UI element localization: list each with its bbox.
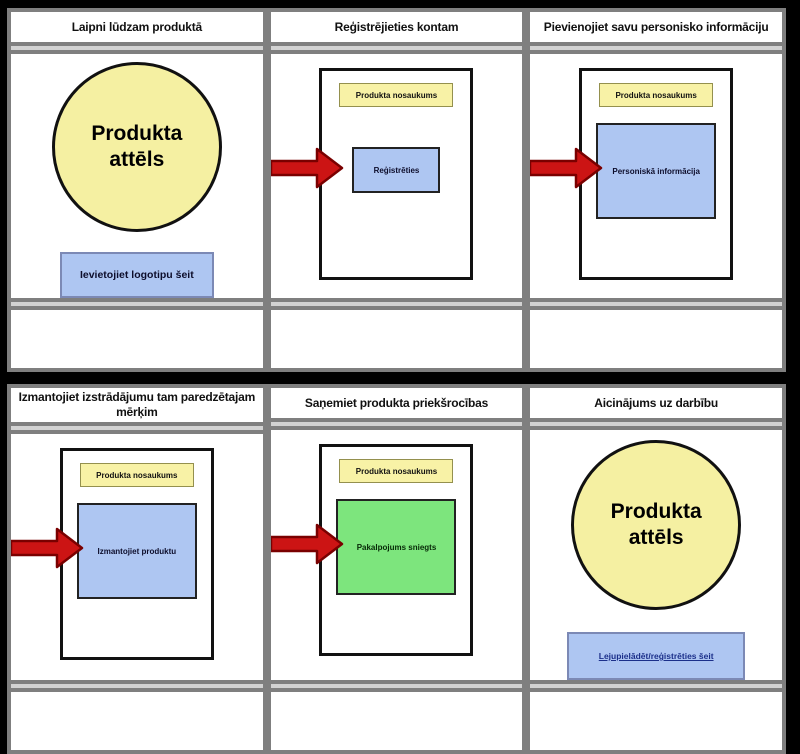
divider	[7, 302, 267, 306]
divider	[266, 46, 527, 50]
cell-image-area: Produkta nosaukums Izmantojiet produktu	[7, 430, 267, 684]
product-name-label: Produkta nosaukums	[79, 463, 194, 487]
product-name-label: Produkta nosaukums	[339, 459, 454, 483]
download-signup-link[interactable]: Lejupielādēt/reģistrēties šeit	[598, 651, 714, 661]
storyboard-cell-use-product: Izmantojiet izstrādājumu tam paredzētaja…	[7, 384, 267, 754]
service-delivered-panel[interactable]: Pakalpojums sniegts	[336, 499, 457, 595]
divider	[266, 684, 527, 688]
product-image-label: Produkta attēls	[610, 499, 702, 549]
divider	[526, 302, 786, 306]
download-signup-link-box[interactable]: Lejupielādēt/reģistrēties šeit	[567, 632, 746, 680]
storyboard-cell-personal-info: Pievienojiet savu personisko informāciju…	[526, 8, 786, 372]
red-arrow-icon	[11, 527, 84, 569]
red-arrow-icon	[270, 147, 343, 189]
cell-image-area: Produkta attēls Ievietojiet logotipu šei…	[7, 50, 267, 302]
cell-title: Pievienojiet savu personisko informāciju	[526, 8, 786, 46]
storyboard-cell-benefits: Saņemiet produkta priekšrocības Produkta…	[266, 384, 527, 754]
cell-title: Aicinājums uz darbību	[526, 384, 786, 422]
divider	[526, 46, 786, 50]
divider	[526, 684, 786, 688]
divider	[266, 422, 527, 426]
divider	[7, 426, 267, 430]
red-arrow-icon	[270, 523, 343, 565]
product-image-label: Produkta attēls	[91, 121, 183, 171]
storyboard-cell-register: Reģistrējieties kontam Produkta nosaukum…	[266, 8, 527, 372]
product-name-label: Produkta nosaukums	[339, 83, 454, 107]
red-arrow-icon	[530, 147, 603, 189]
divider	[7, 46, 267, 50]
app-screen-mockup: Produkta nosaukums Izmantojiet produktu	[59, 448, 214, 660]
cell-title: Izmantojiet izstrādājumu tam paredzētaja…	[7, 384, 267, 426]
cell-image-area: Produkta nosaukums Pakalpojums sniegts	[266, 426, 527, 684]
cell-description-area	[7, 688, 267, 754]
cell-image-area: Produkta nosaukums Personiskā informācij…	[526, 50, 786, 302]
cell-title: Saņemiet produkta priekšrocības	[266, 384, 527, 422]
register-button[interactable]: Reģistrēties	[352, 147, 441, 193]
storyboard-cell-call-to-action: Aicinājums uz darbību Produkta attēls Le…	[526, 384, 786, 754]
cell-description-area	[266, 688, 527, 754]
cell-description-area	[526, 306, 786, 372]
product-image-circle: Produkta attēls	[571, 440, 742, 610]
logo-placeholder-box: Ievietojiet logotipu šeit	[59, 252, 214, 298]
cell-description-area	[266, 306, 527, 372]
app-screen-mockup: Produkta nosaukums Reģistrēties	[319, 68, 474, 280]
cell-title: Laipni lūdzam produktā	[7, 8, 267, 46]
cell-title: Reģistrējieties kontam	[266, 8, 527, 46]
cell-image-area: Produkta attēls Lejupielādēt/reģistrētie…	[526, 426, 786, 684]
storyboard-cell-welcome: Laipni lūdzam produktā Produkta attēls I…	[7, 8, 267, 372]
cell-description-area	[7, 306, 267, 372]
logo-placeholder-label: Ievietojiet logotipu šeit	[79, 269, 194, 281]
product-name-label: Produkta nosaukums	[599, 83, 714, 107]
divider	[526, 422, 786, 426]
cell-image-area: Produkta nosaukums Reģistrēties	[266, 50, 527, 302]
divider	[7, 684, 267, 688]
app-screen-mockup: Produkta nosaukums Pakalpojums sniegts	[319, 444, 474, 656]
divider	[266, 302, 527, 306]
personal-info-panel[interactable]: Personiskā informācija	[596, 123, 717, 219]
use-product-panel[interactable]: Izmantojiet produktu	[76, 503, 197, 599]
product-image-circle: Produkta attēls	[51, 62, 222, 232]
cell-description-area	[526, 688, 786, 754]
